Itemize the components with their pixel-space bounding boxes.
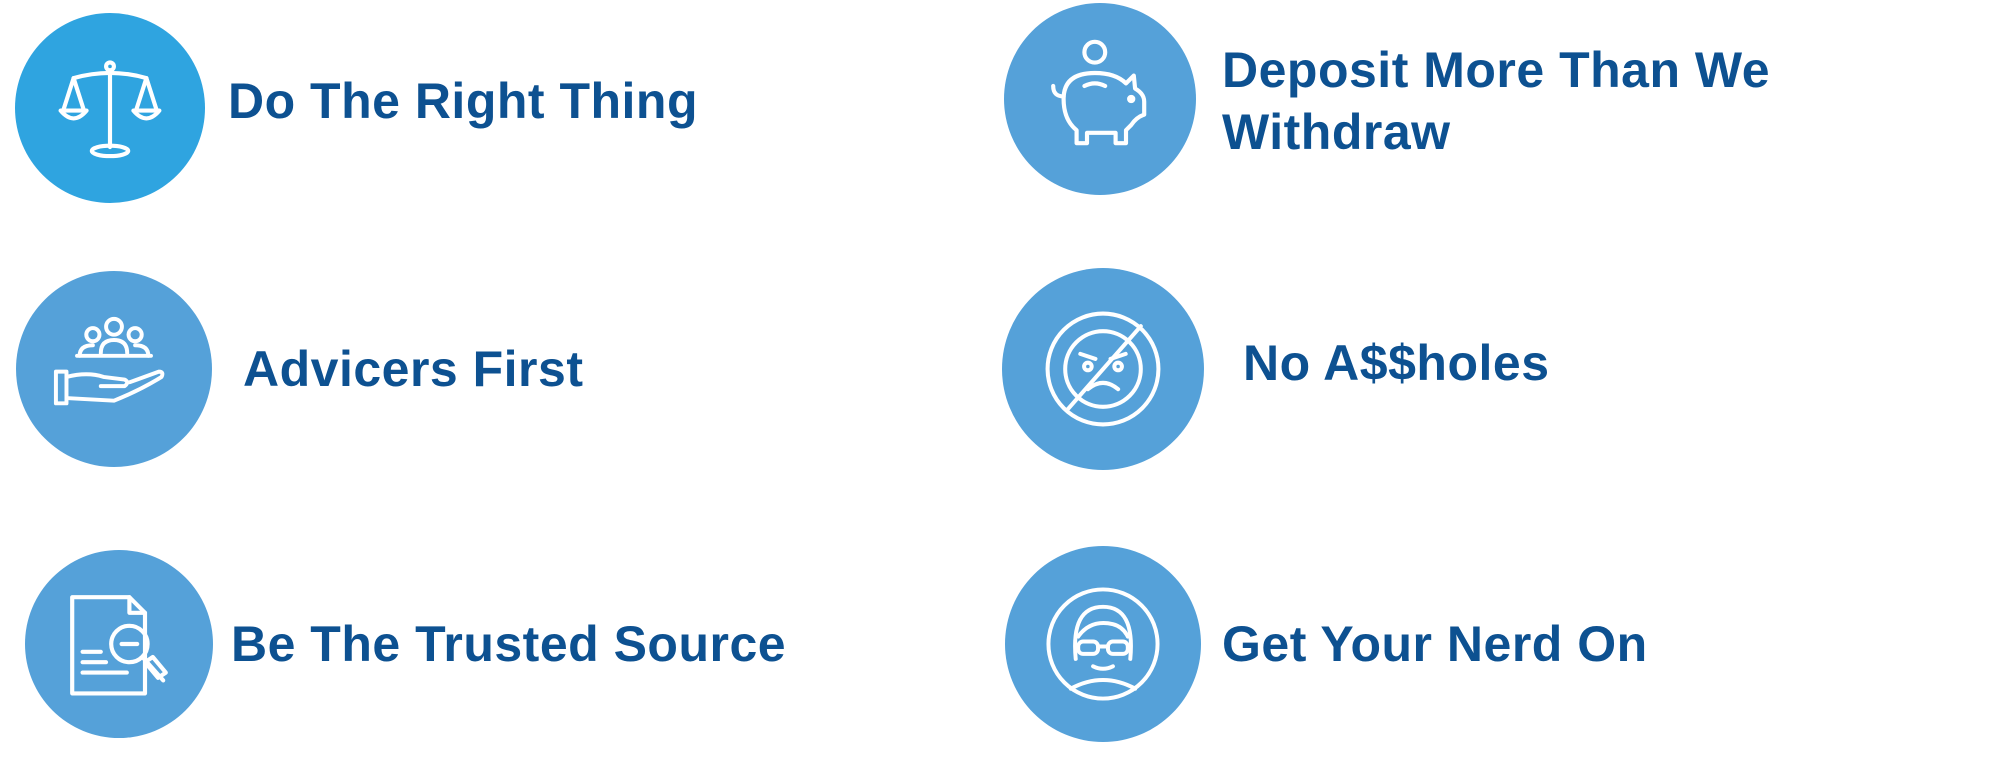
value-label-advicers: Advicers First xyxy=(243,341,584,397)
document-magnifier-icon-circle xyxy=(25,550,213,738)
nerd-face-icon-circle xyxy=(1005,546,1201,742)
value-label-nerd: Get Your Nerd On xyxy=(1222,616,1648,672)
piggy-bank-icon xyxy=(1051,39,1147,146)
no-angry-face-icon-circle xyxy=(1002,268,1204,470)
value-label-trusted-source: Be The Trusted Source xyxy=(231,616,787,672)
people-in-hand-icon-circle xyxy=(16,271,212,467)
value-label-deposit-line-1: Deposit More Than We xyxy=(1222,42,1771,98)
nerd-face-icon xyxy=(1046,587,1160,701)
value-label-deposit: Deposit More Than We Withdraw xyxy=(1222,39,1770,163)
value-label-no-assholes: No A$$holes xyxy=(1243,335,1550,391)
people-in-hand-icon xyxy=(53,316,165,406)
piggy-bank-icon-circle xyxy=(1004,3,1196,195)
scales-icon-circle xyxy=(15,13,205,203)
document-magnifier-icon xyxy=(70,595,168,696)
scales-icon xyxy=(58,60,162,159)
value-label-right-thing: Do The Right Thing xyxy=(228,73,699,129)
no-angry-face-icon xyxy=(1045,311,1161,427)
value-label-deposit-line-2: Withdraw xyxy=(1222,104,1451,160)
